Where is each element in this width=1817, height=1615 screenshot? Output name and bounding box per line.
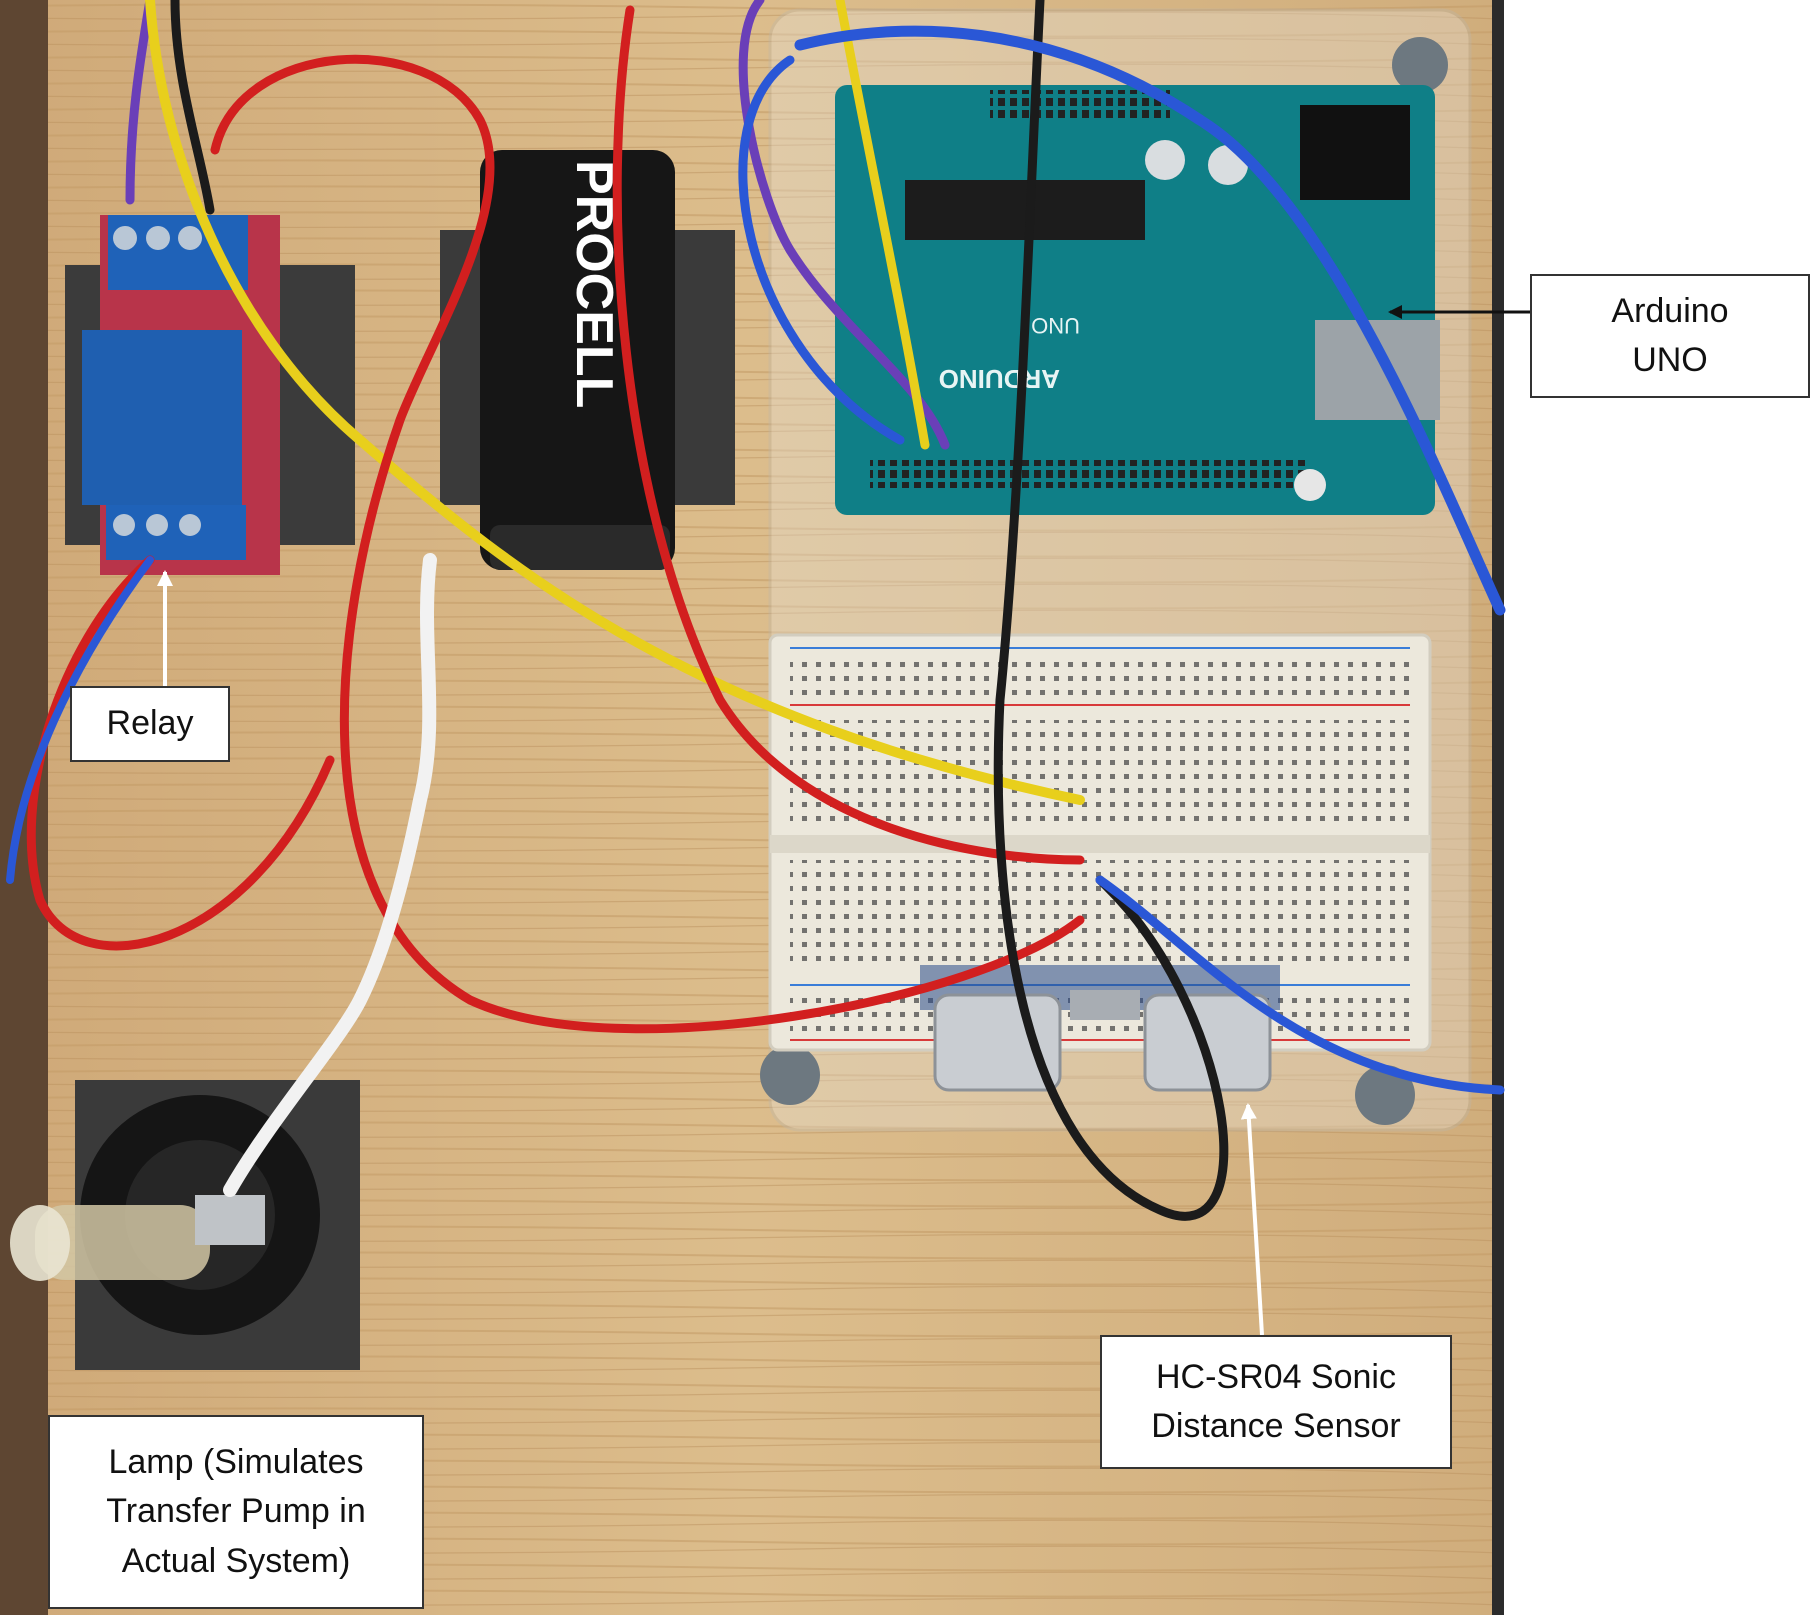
arduino-uno-label: Arduino UNO: [1530, 274, 1810, 398]
battery: PROCELL: [440, 150, 735, 570]
hc-sr04-sensor-label: HC-SR04 Sonic Distance Sensor: [1100, 1335, 1452, 1469]
lamp-label: Lamp (Simulates Transfer Pump in Actual …: [48, 1415, 424, 1609]
arduino-model-text: UNO: [1031, 313, 1080, 338]
wires: [6, 0, 1506, 1221]
relay-label: Relay: [70, 686, 230, 762]
arduino-logo-text: ARDUINO: [939, 364, 1060, 394]
breadboard: [768, 633, 1432, 1052]
relay-module: [65, 215, 355, 575]
sensor-pointer-arrow: [1240, 1103, 1264, 1336]
